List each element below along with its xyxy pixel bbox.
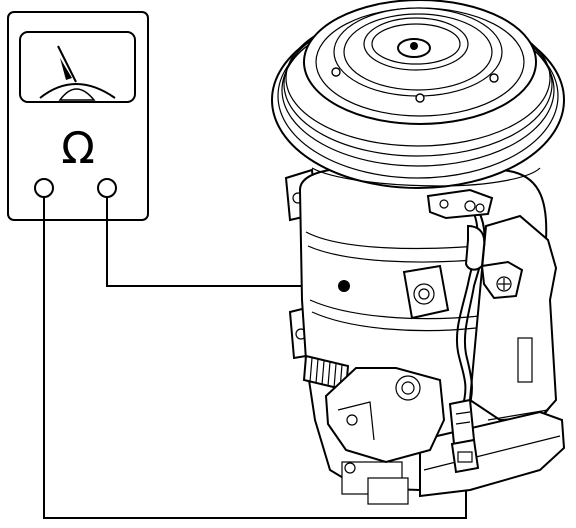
valve-hole xyxy=(346,414,358,426)
valve-block xyxy=(324,367,446,464)
meter-scale-arc xyxy=(39,83,116,99)
meter-pivot xyxy=(58,88,96,101)
meter-terminal-left xyxy=(34,178,54,198)
meter-needle xyxy=(57,45,77,83)
coil-terminal-top xyxy=(426,188,494,220)
rear-rib xyxy=(517,337,533,383)
field-coil-harness xyxy=(426,188,524,474)
ohmmeter: Ω xyxy=(7,11,149,221)
meter-terminal-right xyxy=(97,178,117,198)
coil-contact-point xyxy=(338,280,350,292)
ac-compressor xyxy=(271,0,566,505)
ohm-symbol-label: Ω xyxy=(61,123,95,174)
meter-display-window xyxy=(19,31,136,103)
body-band-4 xyxy=(311,311,477,332)
harness-sleeve xyxy=(464,224,486,271)
meter-needle-tip xyxy=(60,58,72,80)
clutch-pulley xyxy=(271,0,565,189)
test-lead-right xyxy=(106,197,344,287)
base-block xyxy=(367,477,409,505)
coil-connector-lower xyxy=(448,398,476,446)
body-band-3 xyxy=(309,299,481,320)
front-neck xyxy=(311,167,541,187)
base-line xyxy=(423,435,561,471)
valve-edge xyxy=(337,401,375,441)
base-hole xyxy=(344,462,356,474)
test-lead-left xyxy=(43,197,467,519)
